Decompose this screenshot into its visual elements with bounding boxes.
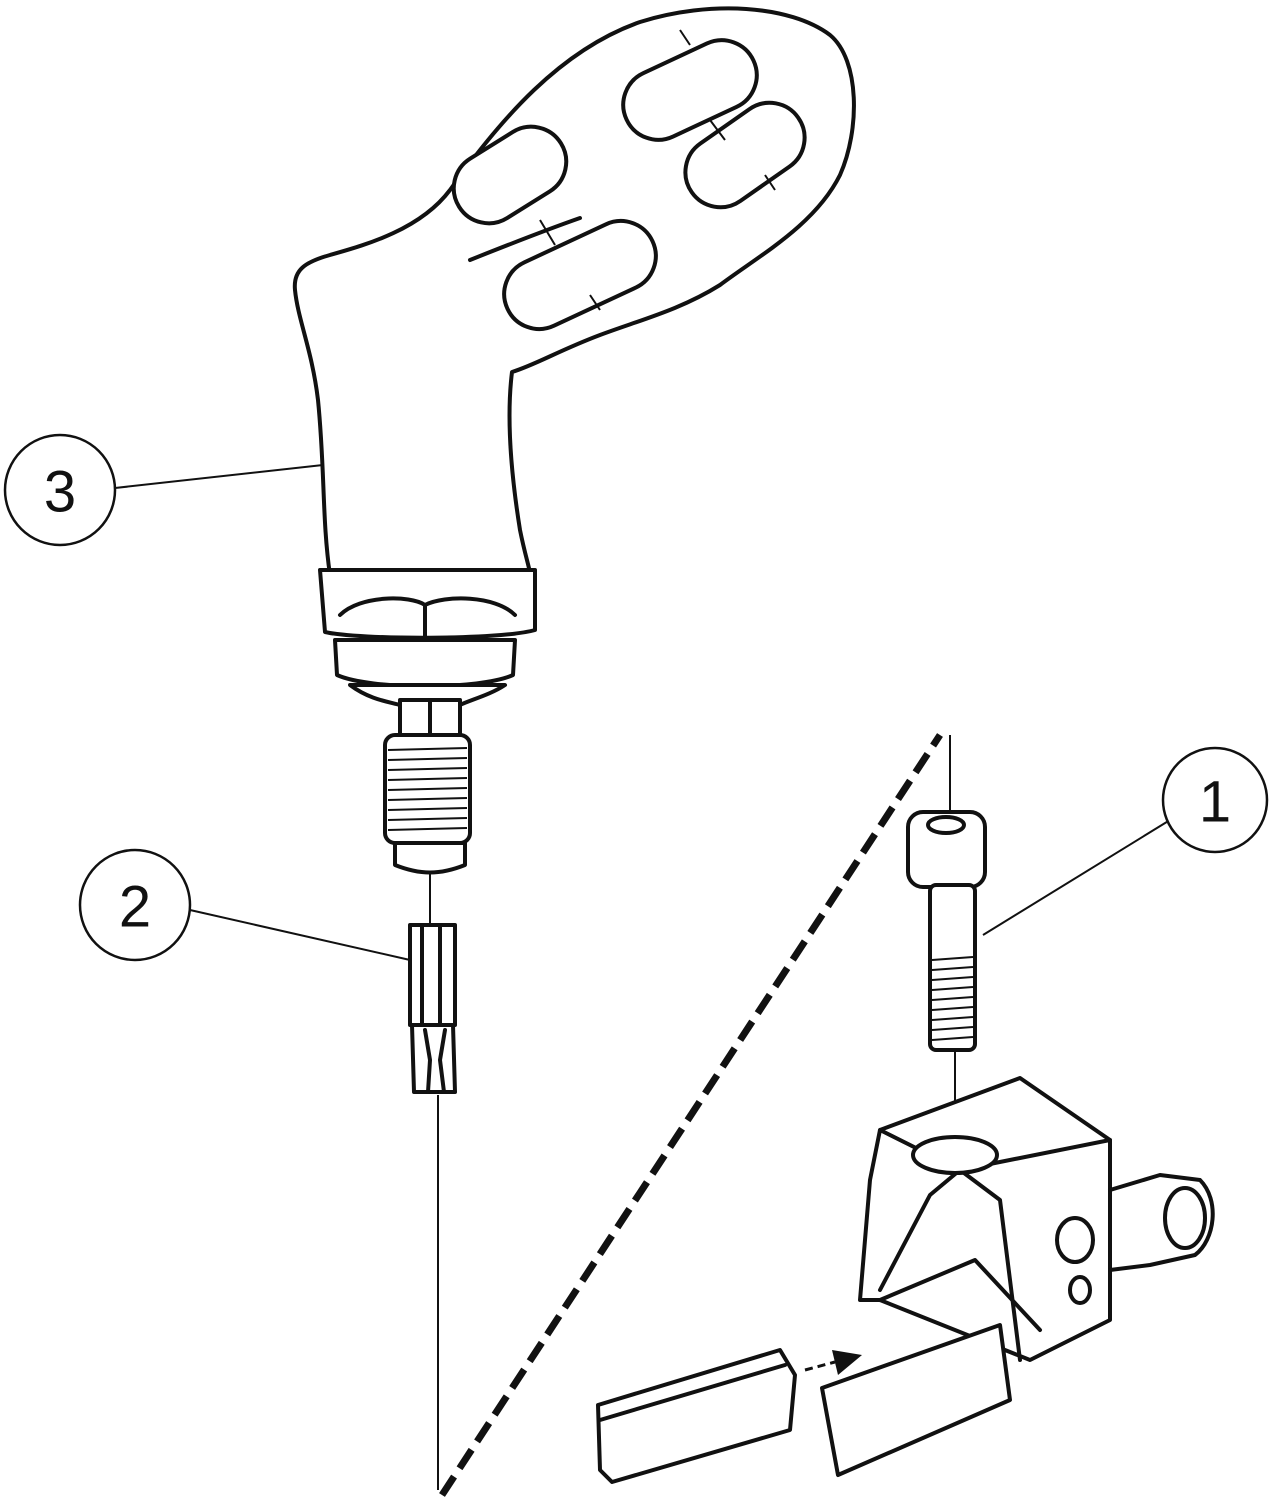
insertion-arrow [804, 1350, 862, 1375]
torque-handle [292, 6, 856, 875]
callout-label: 2 [119, 875, 151, 940]
leader-line-2 [189, 909, 411, 961]
screw [906, 810, 987, 1052]
leader-line-3 [114, 464, 324, 489]
leader-line-1 [982, 819, 1171, 936]
torx-bit [408, 923, 457, 1094]
callout-1: 1 [1161, 746, 1269, 854]
callout-3: 3 [3, 433, 117, 547]
tool-holder [820, 1076, 1215, 1477]
dashed-assembly-line [439, 733, 943, 1497]
callout-label: 1 [1199, 770, 1231, 835]
callout-2: 2 [78, 848, 192, 962]
callout-label: 3 [44, 460, 76, 525]
cutting-insert [596, 1348, 797, 1484]
